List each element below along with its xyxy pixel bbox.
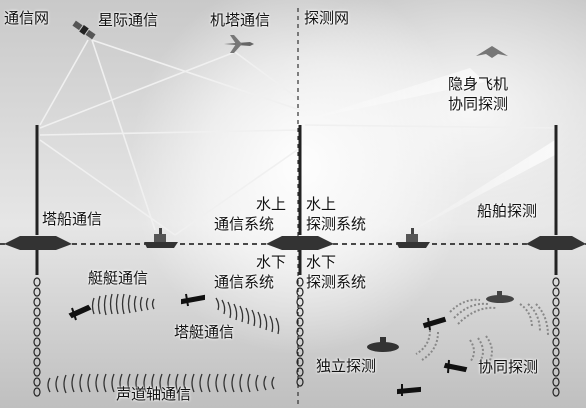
link-line	[39, 39, 89, 126]
stealth-aircraft-icon	[476, 46, 508, 58]
torpedo-icons	[68, 293, 468, 396]
link-line	[234, 51, 301, 101]
link-line	[304, 124, 556, 129]
link-line	[91, 39, 156, 231]
detect-net-label: 探测网	[304, 9, 350, 27]
surface-ship-icon	[396, 228, 430, 248]
ship-detect-beam	[410, 140, 555, 232]
above-water-detect-label-2: 探测系统	[306, 215, 367, 233]
surface-ship-icon	[144, 228, 178, 248]
above-water-comm-label-1: 水上	[256, 195, 287, 213]
interstellar-comm-label: 星际通信	[98, 11, 159, 29]
above-water-detect-label-1: 水上	[306, 195, 337, 213]
underwater-comm-label-2: 通信系统	[214, 273, 275, 291]
above-water-comm-label-2: 通信系统	[214, 215, 275, 233]
ship-detect-label: 船舶探测	[477, 202, 538, 220]
submarine-icon	[367, 337, 399, 352]
torpedo-icon	[181, 293, 205, 307]
sonar-wave-icon	[47, 373, 275, 394]
underwater-detect-label-1: 水下	[306, 253, 337, 271]
torpedo-icon	[68, 304, 92, 321]
submarine-icon	[486, 291, 514, 303]
independent-detect-label: 独立探测	[316, 357, 377, 375]
stealth-aircraft-label-1: 隐身飞机	[448, 75, 509, 93]
link-line	[91, 39, 301, 111]
tower-aircraft-comm-label: 机塔通信	[210, 11, 271, 29]
underwater-comm-label-1: 水下	[256, 253, 287, 271]
torpedo-icon	[422, 316, 447, 331]
link-line	[39, 139, 176, 236]
sonar-wave-icon	[91, 293, 155, 316]
stealth-detect-beam	[305, 68, 485, 120]
underwater-detect-label-2: 探测系统	[306, 273, 367, 291]
buoy-tower-icon	[4, 125, 72, 275]
torpedo-icon	[397, 384, 421, 396]
tower-boat-comm-label: 塔艇通信	[174, 323, 235, 341]
link-line	[39, 51, 236, 129]
link-line	[39, 129, 301, 136]
buoy-tower-icon	[266, 125, 334, 275]
torpedo-icon	[443, 359, 468, 374]
satellite-icon	[72, 20, 96, 40]
buoy-tower-icon	[526, 125, 586, 275]
aircraft-icon	[224, 35, 254, 53]
tower-ship-comm-label: 塔船通信	[42, 210, 103, 228]
boat-boat-comm-label: 艇艇通信	[88, 269, 149, 287]
link-line	[174, 147, 301, 236]
link-lines	[39, 39, 556, 236]
sound-channel-comm-label: 声道轴通信	[116, 385, 192, 403]
sonar-wave-icon	[415, 298, 549, 367]
sonar-wave-icon	[215, 297, 280, 335]
cooperative-detect-label: 协同探测	[478, 358, 539, 376]
stealth-aircraft-label-2: 协同探测	[448, 95, 509, 113]
comm-net-label: 通信网	[4, 9, 50, 27]
tower-chain	[33, 277, 560, 397]
